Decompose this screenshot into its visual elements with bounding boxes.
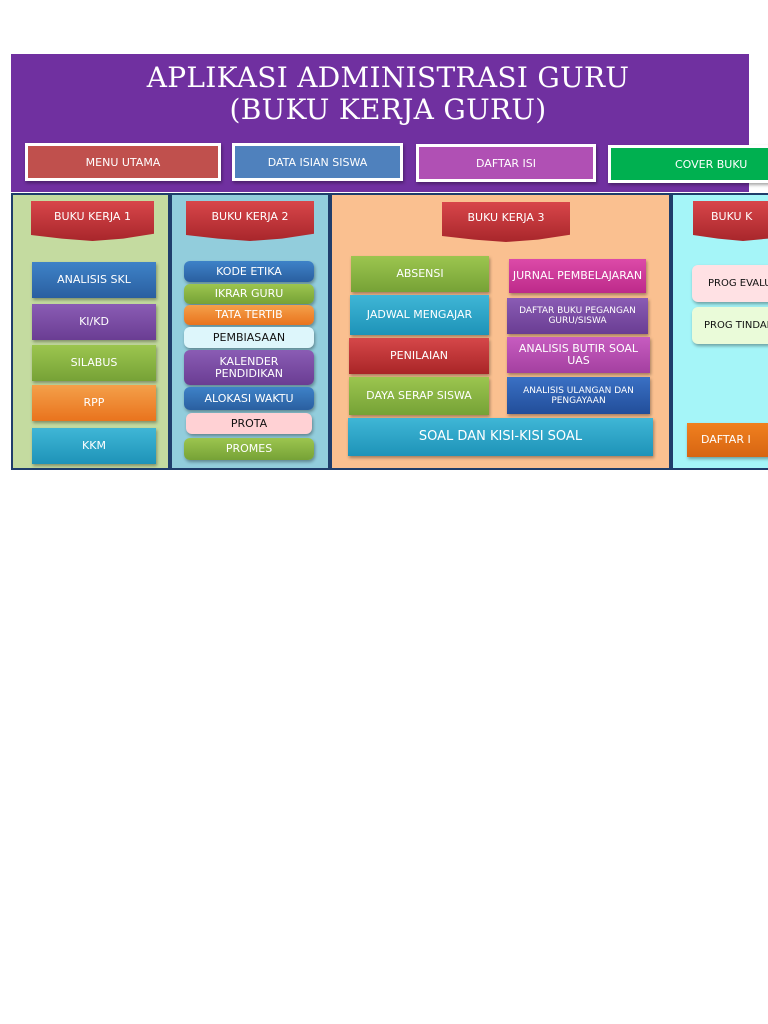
jadwal-mengajar-button[interactable]: JADWAL MENGAJAR — [350, 295, 489, 335]
kode-etika-button[interactable]: KODE ETIKA — [184, 261, 314, 282]
tata-tertib-button[interactable]: TATA TERTIB — [184, 305, 314, 325]
panel-buku-kerja-3: BUKU KERJA 3 ABSENSI JURNAL PEMBELAJARAN… — [330, 193, 671, 470]
ribbon-buku-kerja-4: BUKU K — [693, 201, 768, 241]
kalender-pendidikan-button[interactable]: KALENDER PENDIDIKAN — [184, 350, 314, 385]
program-tindak-lanjut-button[interactable]: PROG TINDAK — [692, 307, 768, 344]
daya-serap-siswa-button[interactable]: DAYA SERAP SISWA — [349, 377, 489, 415]
ikrar-guru-button[interactable]: IKRAR GURU — [184, 284, 314, 304]
program-evaluasi-button[interactable]: PROG EVALUA — [692, 265, 768, 302]
daftar-isi-button[interactable]: DAFTAR ISI — [416, 144, 596, 182]
title-line-2: (BUKU KERJA GURU) — [229, 93, 547, 126]
silabus-button[interactable]: SILABUS — [32, 345, 156, 381]
ribbon-buku-kerja-1: BUKU KERJA 1 — [31, 201, 154, 241]
ribbon-buku-kerja-2: BUKU KERJA 2 — [186, 201, 314, 241]
analisis-skl-button[interactable]: ANALISIS SKL — [32, 262, 156, 298]
panel-buku-kerja-2: BUKU KERJA 2 KODE ETIKA IKRAR GURU TATA … — [170, 193, 330, 470]
daftar-buku-pegangan-button[interactable]: DAFTAR BUKU PEGANGAN GURU/SISWA — [507, 298, 648, 334]
daftar-button[interactable]: DAFTAR I — [687, 423, 768, 457]
alokasi-waktu-button[interactable]: ALOKASI WAKTU — [184, 387, 314, 410]
data-isian-siswa-button[interactable]: DATA ISIAN SISWA — [232, 143, 403, 181]
ki-kd-button[interactable]: KI/KD — [32, 304, 156, 340]
jurnal-pembelajaran-button[interactable]: JURNAL PEMBELAJARAN — [509, 259, 646, 293]
soal-kisi-kisi-button[interactable]: SOAL DAN KISI-KISI SOAL — [348, 418, 653, 456]
absensi-button[interactable]: ABSENSI — [351, 256, 489, 292]
cover-buku-button[interactable]: COVER BUKU — [608, 145, 768, 183]
pembiasaan-button[interactable]: PEMBIASAAN — [184, 327, 314, 348]
panel-buku-kerja-1: BUKU KERJA 1 ANALISIS SKL KI/KD SILABUS … — [11, 193, 170, 470]
prota-button[interactable]: PROTA — [186, 413, 312, 434]
promes-button[interactable]: PROMES — [184, 438, 314, 460]
rpp-button[interactable]: RPP — [32, 385, 156, 421]
panel-buku-kerja-4: BUKU K PROG EVALUA PROG TINDAK DAFTAR I — [671, 193, 768, 470]
kkm-button[interactable]: KKM — [32, 428, 156, 464]
title-line-1: APLIKASI ADMINISTRASI GURU — [146, 61, 630, 94]
ribbon-buku-kerja-3: BUKU KERJA 3 — [442, 202, 570, 242]
page-title: APLIKASI ADMINISTRASI GURU (BUKU KERJA G… — [11, 62, 765, 126]
analisis-ulangan-pengayaan-button[interactable]: ANALISIS ULANGAN DAN PENGAYAAN — [507, 377, 650, 414]
penilaian-button[interactable]: PENILAIAN — [349, 338, 489, 374]
analisis-butir-soal-uas-button[interactable]: ANALISIS BUTIR SOAL UAS — [507, 337, 650, 373]
menu-utama-button[interactable]: MENU UTAMA — [25, 143, 221, 181]
